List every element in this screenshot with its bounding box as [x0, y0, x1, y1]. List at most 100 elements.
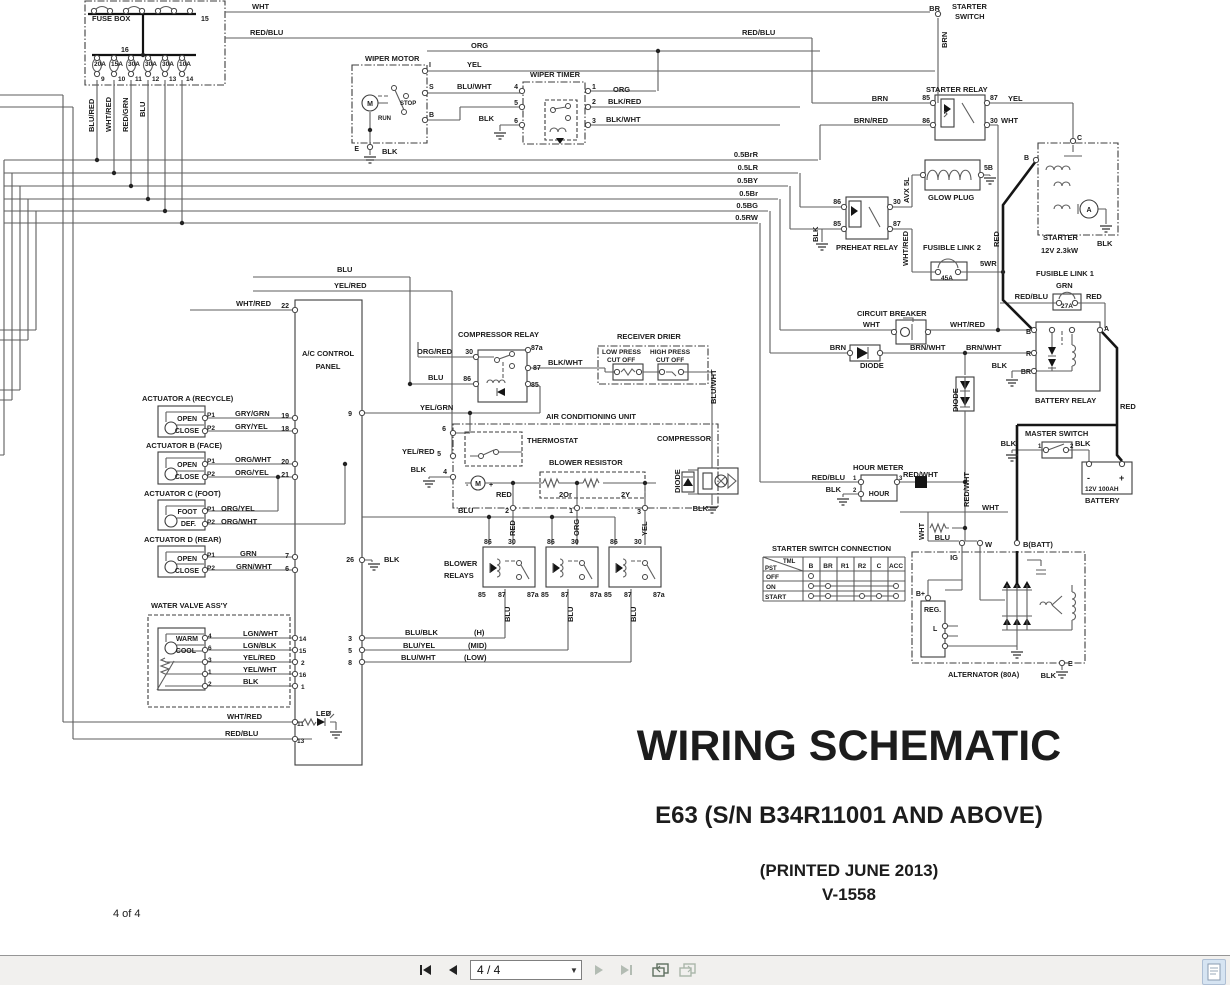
- page-number-select[interactable]: 4 / 4 ▼: [470, 960, 582, 980]
- pin-terminal: [90, 7, 98, 15]
- schematic-label: M: [475, 481, 481, 488]
- schematic-label: 86: [463, 376, 471, 383]
- schematic-label: 11: [135, 76, 142, 83]
- next-view-button[interactable]: [678, 960, 698, 980]
- schematic-label: BLK: [826, 485, 842, 494]
- schematic-label: ORG: [471, 41, 488, 50]
- schematic-label: FUSE BOX: [92, 14, 130, 23]
- pin-terminal: [518, 103, 526, 111]
- pin-terminal: [291, 670, 299, 678]
- schematic-label: STARTER: [952, 2, 987, 11]
- schematic-label: 0.5BrR: [734, 150, 759, 159]
- wire-junction: [962, 350, 968, 356]
- schematic-label: 27A: [1061, 303, 1073, 310]
- schematic-label: BATTERY RELAY: [1035, 396, 1096, 405]
- pin-terminal: [934, 10, 942, 18]
- pin-terminal: [976, 539, 984, 547]
- schematic-label: 30: [571, 539, 579, 546]
- schematic-label: B+: [916, 591, 925, 598]
- pin-terminal: [358, 409, 366, 417]
- pin-terminal: [201, 682, 209, 690]
- schematic-label: RUN: [378, 116, 391, 122]
- starter-box: [1037, 142, 1119, 236]
- compressor-relay-box: [477, 349, 528, 403]
- schematic-label: WHT: [863, 320, 880, 329]
- schematic-label: -: [1087, 473, 1090, 483]
- pin-terminal: [983, 121, 991, 129]
- schematic-label: 85: [478, 592, 486, 599]
- schematic-label: RED/BLU: [812, 473, 845, 482]
- schematic-label: 87: [561, 592, 569, 599]
- pin-terminal: [876, 349, 884, 357]
- schematic-label: 87: [533, 365, 541, 372]
- schematic-label: BLK: [384, 555, 400, 564]
- pin-terminal: [291, 718, 299, 726]
- pin-terminal: [358, 658, 366, 666]
- next-page-button[interactable]: [589, 960, 609, 980]
- pin-terminal: [1030, 367, 1038, 375]
- schematic-label: BLU: [566, 607, 575, 622]
- pin-terminal: [840, 203, 848, 211]
- schematic-label: 3: [348, 636, 352, 643]
- schematic-label: RED/BLU: [1015, 292, 1048, 301]
- pin-terminal: [291, 646, 299, 654]
- schematic-label: BRN/RED: [854, 116, 889, 125]
- schematic-label: AIR CONDITIONING UNIT: [546, 412, 636, 421]
- schematic-label: P1: [207, 412, 215, 419]
- schematic-label: 2: [505, 508, 509, 515]
- pin-terminal: [93, 54, 101, 62]
- pin-terminal: [929, 99, 937, 107]
- schematic-label: 86: [484, 539, 492, 546]
- wire-junction: [179, 220, 185, 226]
- alternator-box: [911, 551, 1086, 664]
- schematic-label: C: [877, 563, 882, 570]
- wire-junction: [510, 480, 516, 486]
- schematic-label: BRN/WHT: [910, 343, 946, 352]
- actuator-a-box: [157, 405, 206, 438]
- pin-terminal: [201, 658, 209, 666]
- schematic-label: BLU/WHT: [401, 653, 436, 662]
- wire-junction: [342, 461, 348, 467]
- previous-view-button[interactable]: [651, 960, 671, 980]
- pin-terminal: [178, 54, 186, 62]
- pin-terminal: [857, 490, 865, 498]
- pin-terminal: [291, 553, 299, 561]
- schematic-label: LGN/BLK: [243, 641, 277, 650]
- schematic-label: 5: [348, 648, 352, 655]
- starter-relay-box: [934, 94, 986, 141]
- schematic-label: 30: [508, 539, 516, 546]
- pin-terminal: [291, 658, 299, 666]
- schematic-label: BLK: [693, 504, 709, 513]
- schematic-label: OPEN: [177, 416, 197, 423]
- previous-page-button[interactable]: [443, 960, 463, 980]
- schematic-label: YEL/WHT: [243, 665, 277, 674]
- schematic-label: R1: [841, 563, 850, 570]
- schematic-label: GRY/GRN: [235, 409, 270, 418]
- schematic-label: M: [367, 101, 373, 108]
- pin-terminal: [635, 368, 643, 376]
- schematic-label: P2: [207, 519, 215, 526]
- schematic-label: BLU: [138, 102, 147, 117]
- schematic-label: BATTERY: [1085, 496, 1120, 505]
- schematic-label: LED: [316, 709, 332, 718]
- schematic-label: PREHEAT RELAY: [836, 243, 898, 252]
- schematic-label: +: [489, 482, 493, 489]
- schematic-label: YEL: [640, 521, 649, 536]
- first-page-button[interactable]: [416, 960, 436, 980]
- schematic-label: FUSIBLE LINK 2: [923, 243, 981, 252]
- schematic-label: SWITCH: [955, 12, 985, 21]
- schematic-label: ORG/YEL: [235, 468, 269, 477]
- pin-terminal: [201, 414, 209, 422]
- schematic-label: 30: [893, 199, 901, 206]
- last-page-button[interactable]: [616, 960, 636, 980]
- document-status-button[interactable]: [1202, 959, 1226, 985]
- schematic-label: BLK: [992, 361, 1008, 370]
- schematic-label: 0.5BG: [736, 201, 758, 210]
- schematic-label: ALTERNATOR (80A): [948, 670, 1020, 679]
- schematic-label: 2: [301, 660, 305, 667]
- schematic-label: ACTUATOR C (FOOT): [144, 489, 221, 498]
- schematic-label: 4: [514, 84, 518, 91]
- schematic-label: GLOW PLUG: [928, 193, 974, 202]
- schematic-label: BLK: [411, 465, 427, 474]
- wiper-motor-box: [351, 64, 428, 144]
